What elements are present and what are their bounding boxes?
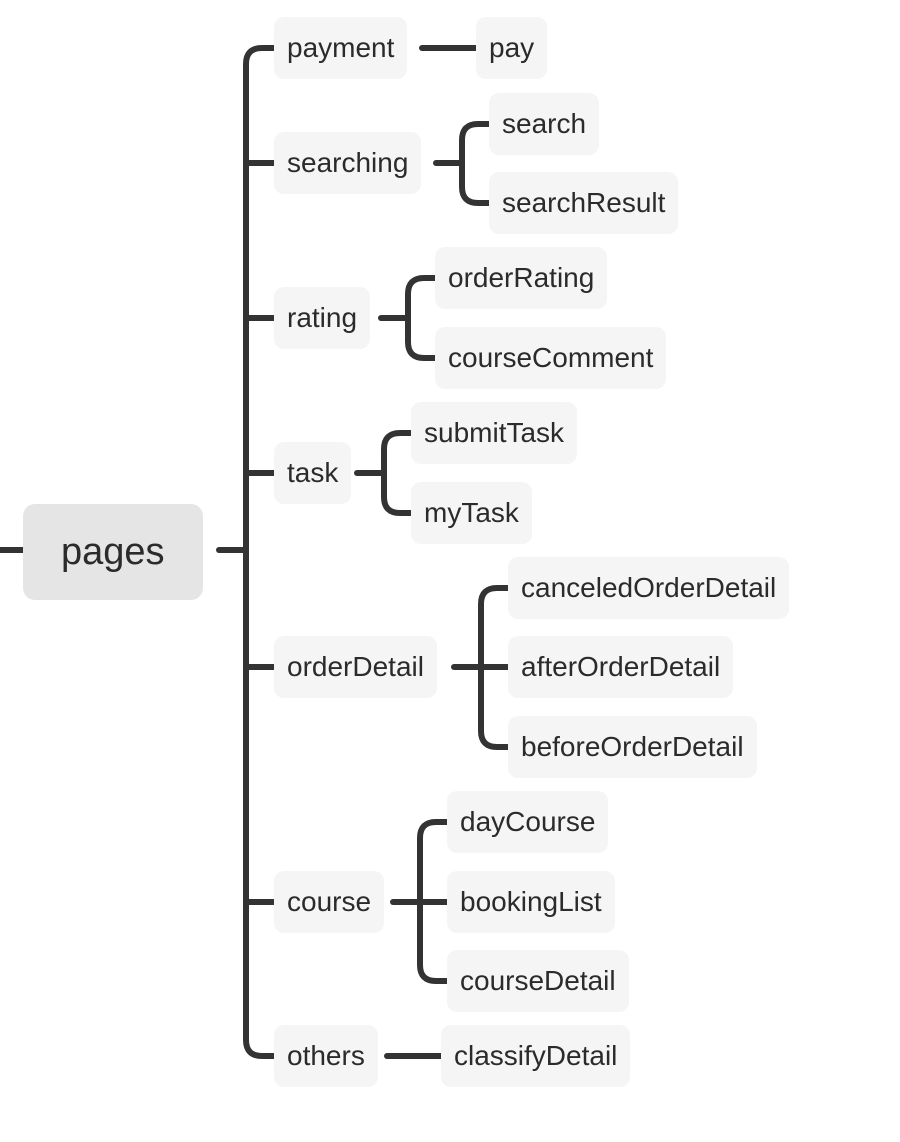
- node-rating[interactable]: rating: [274, 287, 371, 349]
- rating-branch-bus: [405, 275, 438, 361]
- node-orderdetail[interactable]: orderDetail: [274, 636, 437, 698]
- node-bookinglist[interactable]: bookingList: [447, 871, 615, 933]
- node-coursedetail[interactable]: courseDetail: [447, 950, 629, 1012]
- node-searchresult[interactable]: searchResult: [489, 172, 679, 234]
- node-pay[interactable]: pay: [476, 17, 548, 79]
- node-payment[interactable]: payment: [274, 17, 408, 79]
- node-afterorderdetail[interactable]: afterOrderDetail: [508, 636, 734, 698]
- node-canceledorderdetail[interactable]: canceledOrderDetail: [508, 557, 790, 619]
- node-mytask[interactable]: myTask: [411, 482, 532, 544]
- node-course[interactable]: course: [274, 871, 385, 933]
- node-classifydetail[interactable]: classifyDetail: [441, 1025, 631, 1087]
- node-daycourse[interactable]: dayCourse: [447, 791, 609, 853]
- node-task[interactable]: task: [274, 442, 352, 504]
- node-others[interactable]: others: [274, 1025, 378, 1087]
- node-beforeorderdetail[interactable]: beforeOrderDetail: [508, 716, 757, 778]
- node-submittask[interactable]: submitTask: [411, 402, 578, 464]
- root-node-pages[interactable]: pages: [23, 504, 203, 600]
- node-orderrating[interactable]: orderRating: [435, 247, 608, 309]
- task-branch-bus: [381, 430, 414, 516]
- searching-branch-bus: [459, 121, 492, 206]
- node-search[interactable]: search: [489, 93, 600, 155]
- node-searching[interactable]: searching: [274, 132, 422, 194]
- node-coursecomment[interactable]: courseComment: [435, 327, 667, 389]
- trunk-line: [243, 45, 277, 1059]
